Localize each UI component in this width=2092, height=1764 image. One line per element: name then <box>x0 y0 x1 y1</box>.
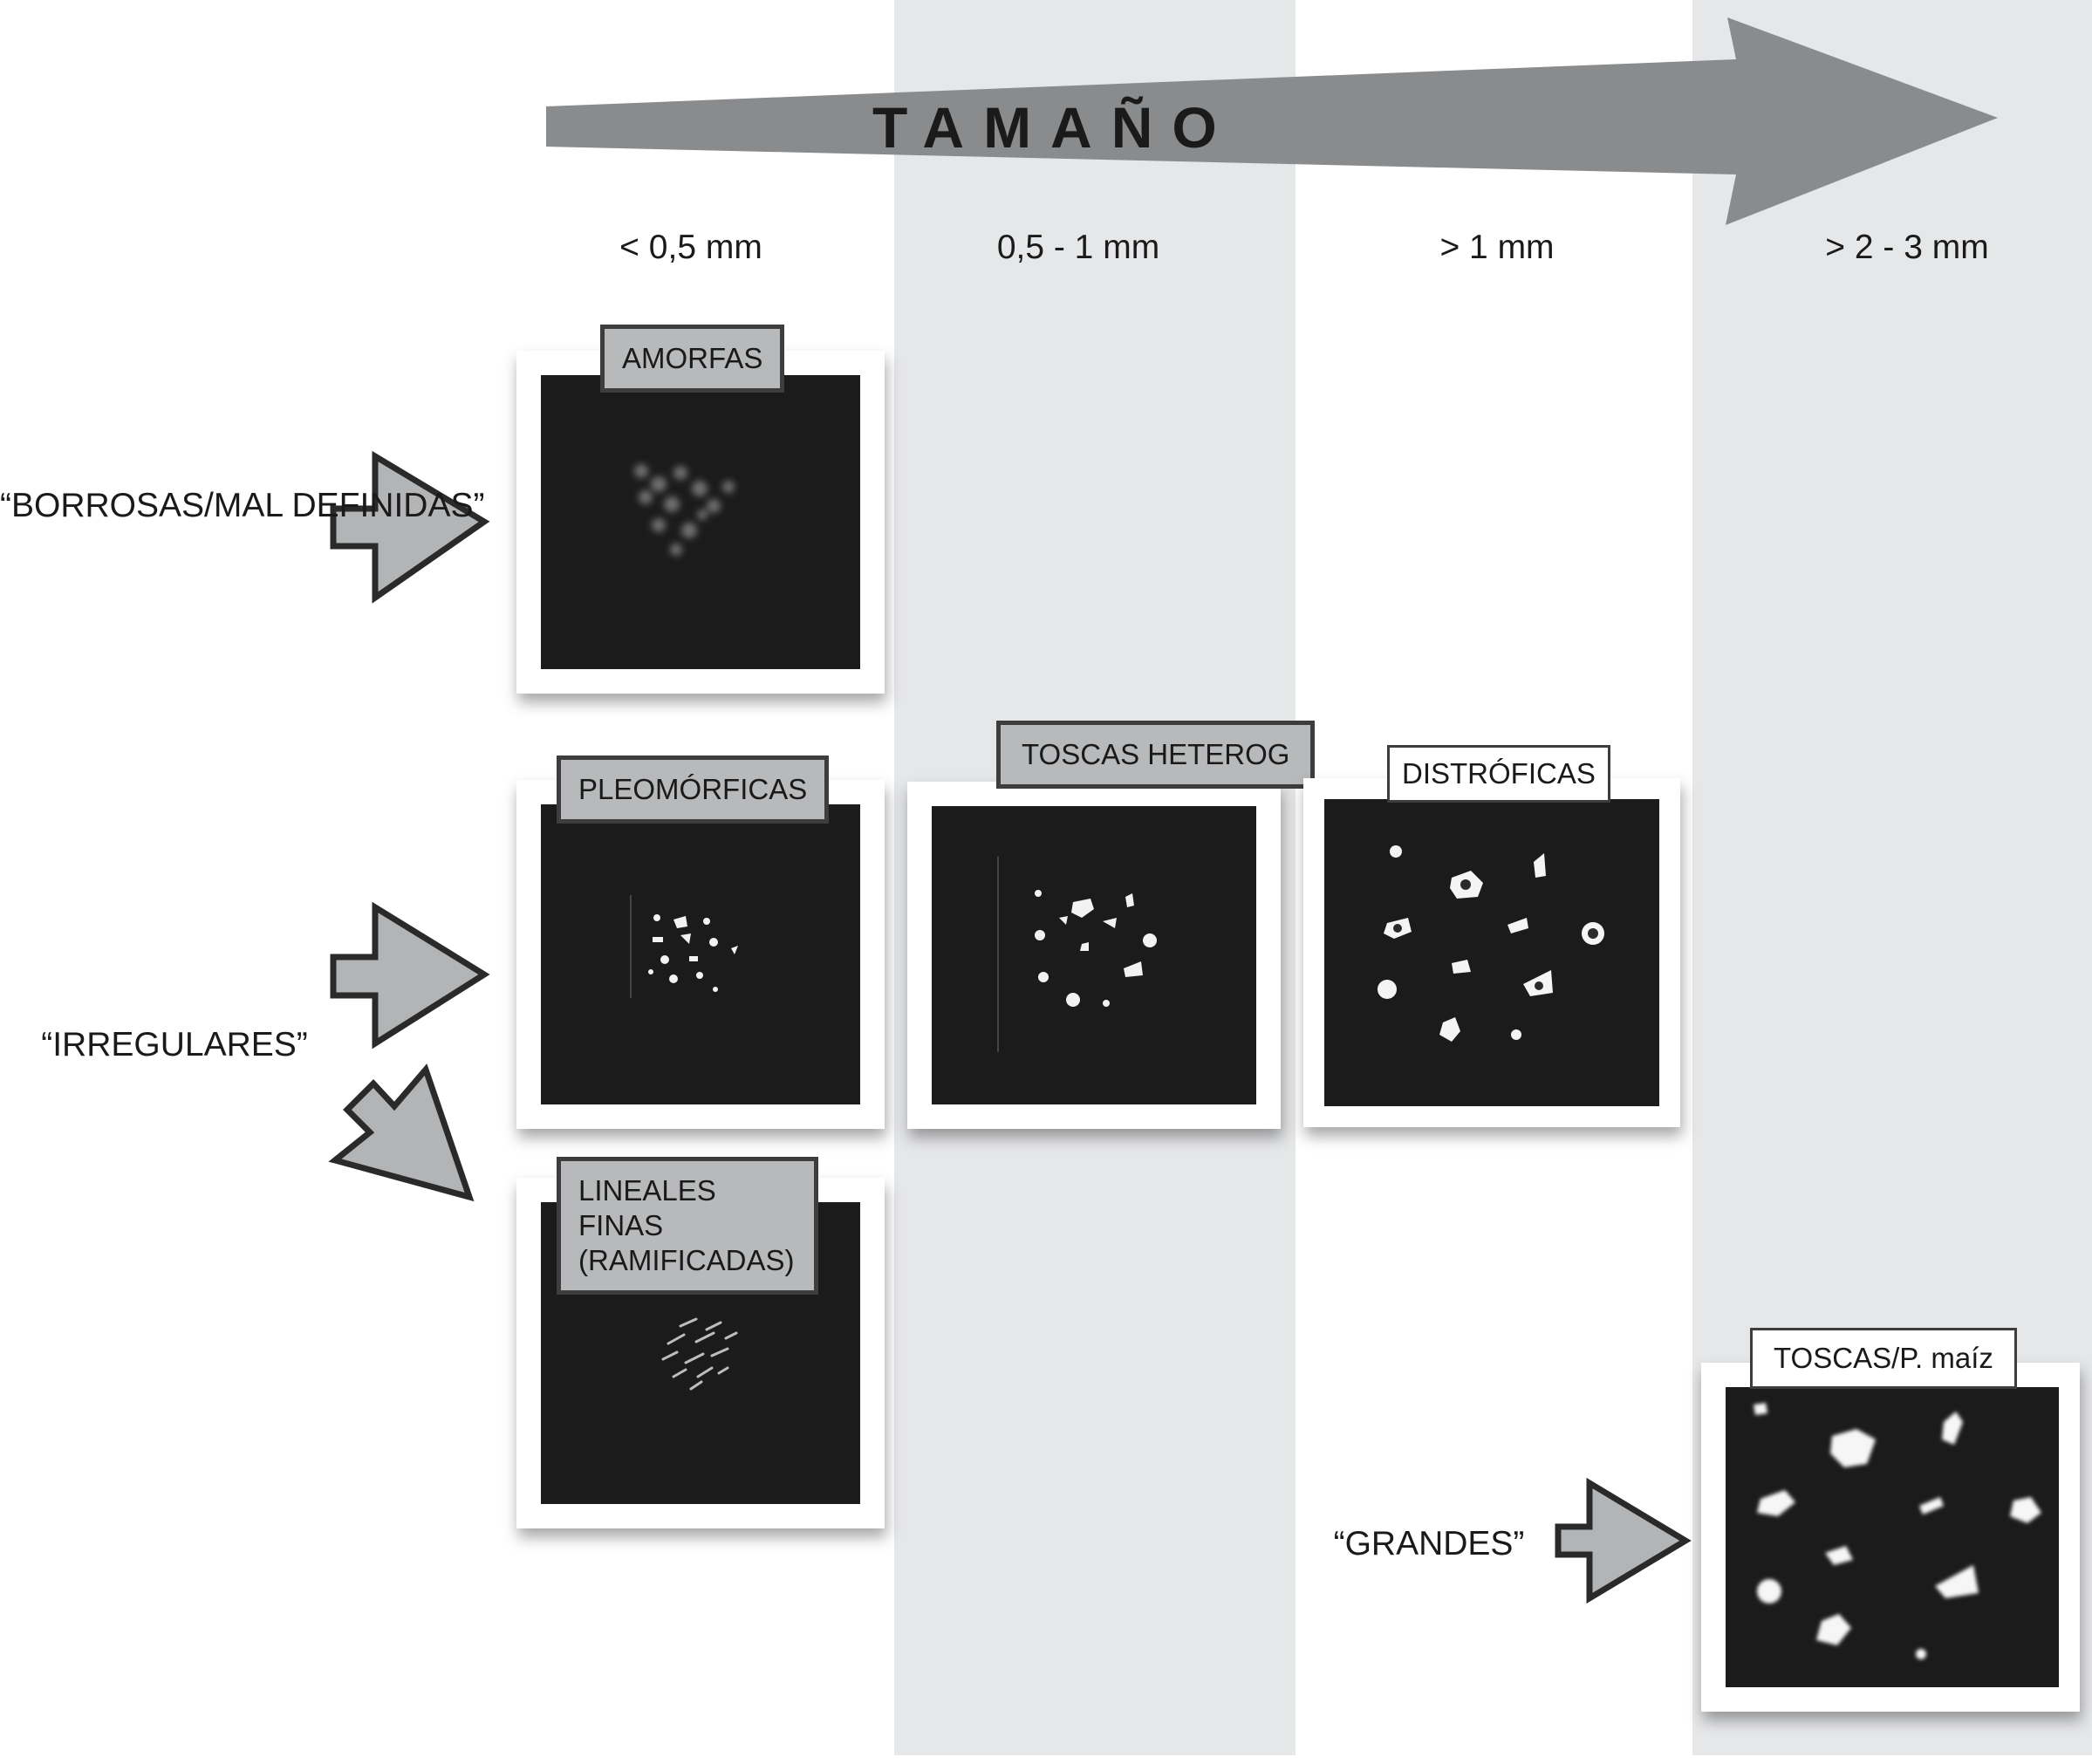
right-arrow-icon <box>330 901 490 1050</box>
dystrophic-calcifications-image <box>1378 845 1604 1042</box>
row-label-grandes: “GRANDES” <box>1333 1525 1525 1562</box>
amorphous-calcifications-image <box>634 464 735 556</box>
label-lineales-finas: LINEALES FINAS (RAMIFICADAS) <box>557 1157 818 1295</box>
pleomorphic-calcifications-image <box>630 895 738 998</box>
card-toscas-maiz <box>1701 1363 2080 1712</box>
mammogram-image <box>541 375 860 669</box>
size-label-xlarge: > 2 - 3 mm <box>1825 229 1989 266</box>
mammogram-image <box>541 804 860 1104</box>
label-amorfas: AMORFAS <box>600 325 785 393</box>
mammogram-image <box>1324 799 1659 1106</box>
label-toscas-maiz: TOSCAS/P. maíz <box>1750 1328 2017 1389</box>
down-right-arrow-icon <box>328 1063 475 1202</box>
mammogram-image <box>1726 1387 2059 1687</box>
coarse-heterogeneous-calcifications-image <box>997 857 1157 1052</box>
size-label-small: < 0,5 mm <box>619 229 762 266</box>
size-label-large: > 1 mm <box>1439 229 1555 266</box>
card-pleomorficas <box>516 780 885 1129</box>
card-toscas-heterog <box>907 782 1281 1129</box>
right-arrow-icon <box>1555 1477 1692 1604</box>
size-axis-title: TAMAÑO <box>872 95 1236 160</box>
fine-linear-calcifications-image <box>661 1317 738 1391</box>
label-toscas-heterog: TOSCAS HETEROG <box>996 721 1316 789</box>
card-distroficas <box>1303 778 1680 1127</box>
card-amorfas <box>516 351 885 694</box>
label-distroficas: DISTRÓFICAS <box>1387 745 1610 803</box>
right-arrow-icon <box>330 450 490 604</box>
row-label-irregulares: “IRREGULARES” <box>41 1026 308 1063</box>
label-pleomorficas: PLEOMÓRFICAS <box>557 756 830 824</box>
mammogram-image <box>932 806 1256 1104</box>
size-label-medium: 0,5 - 1 mm <box>996 229 1160 266</box>
row-label-borrosas: “BORROSAS/MAL DEFINIDAS” <box>0 487 485 524</box>
size-arrow-icon <box>546 17 1998 225</box>
popcorn-calcifications-image <box>1754 1403 2041 1659</box>
